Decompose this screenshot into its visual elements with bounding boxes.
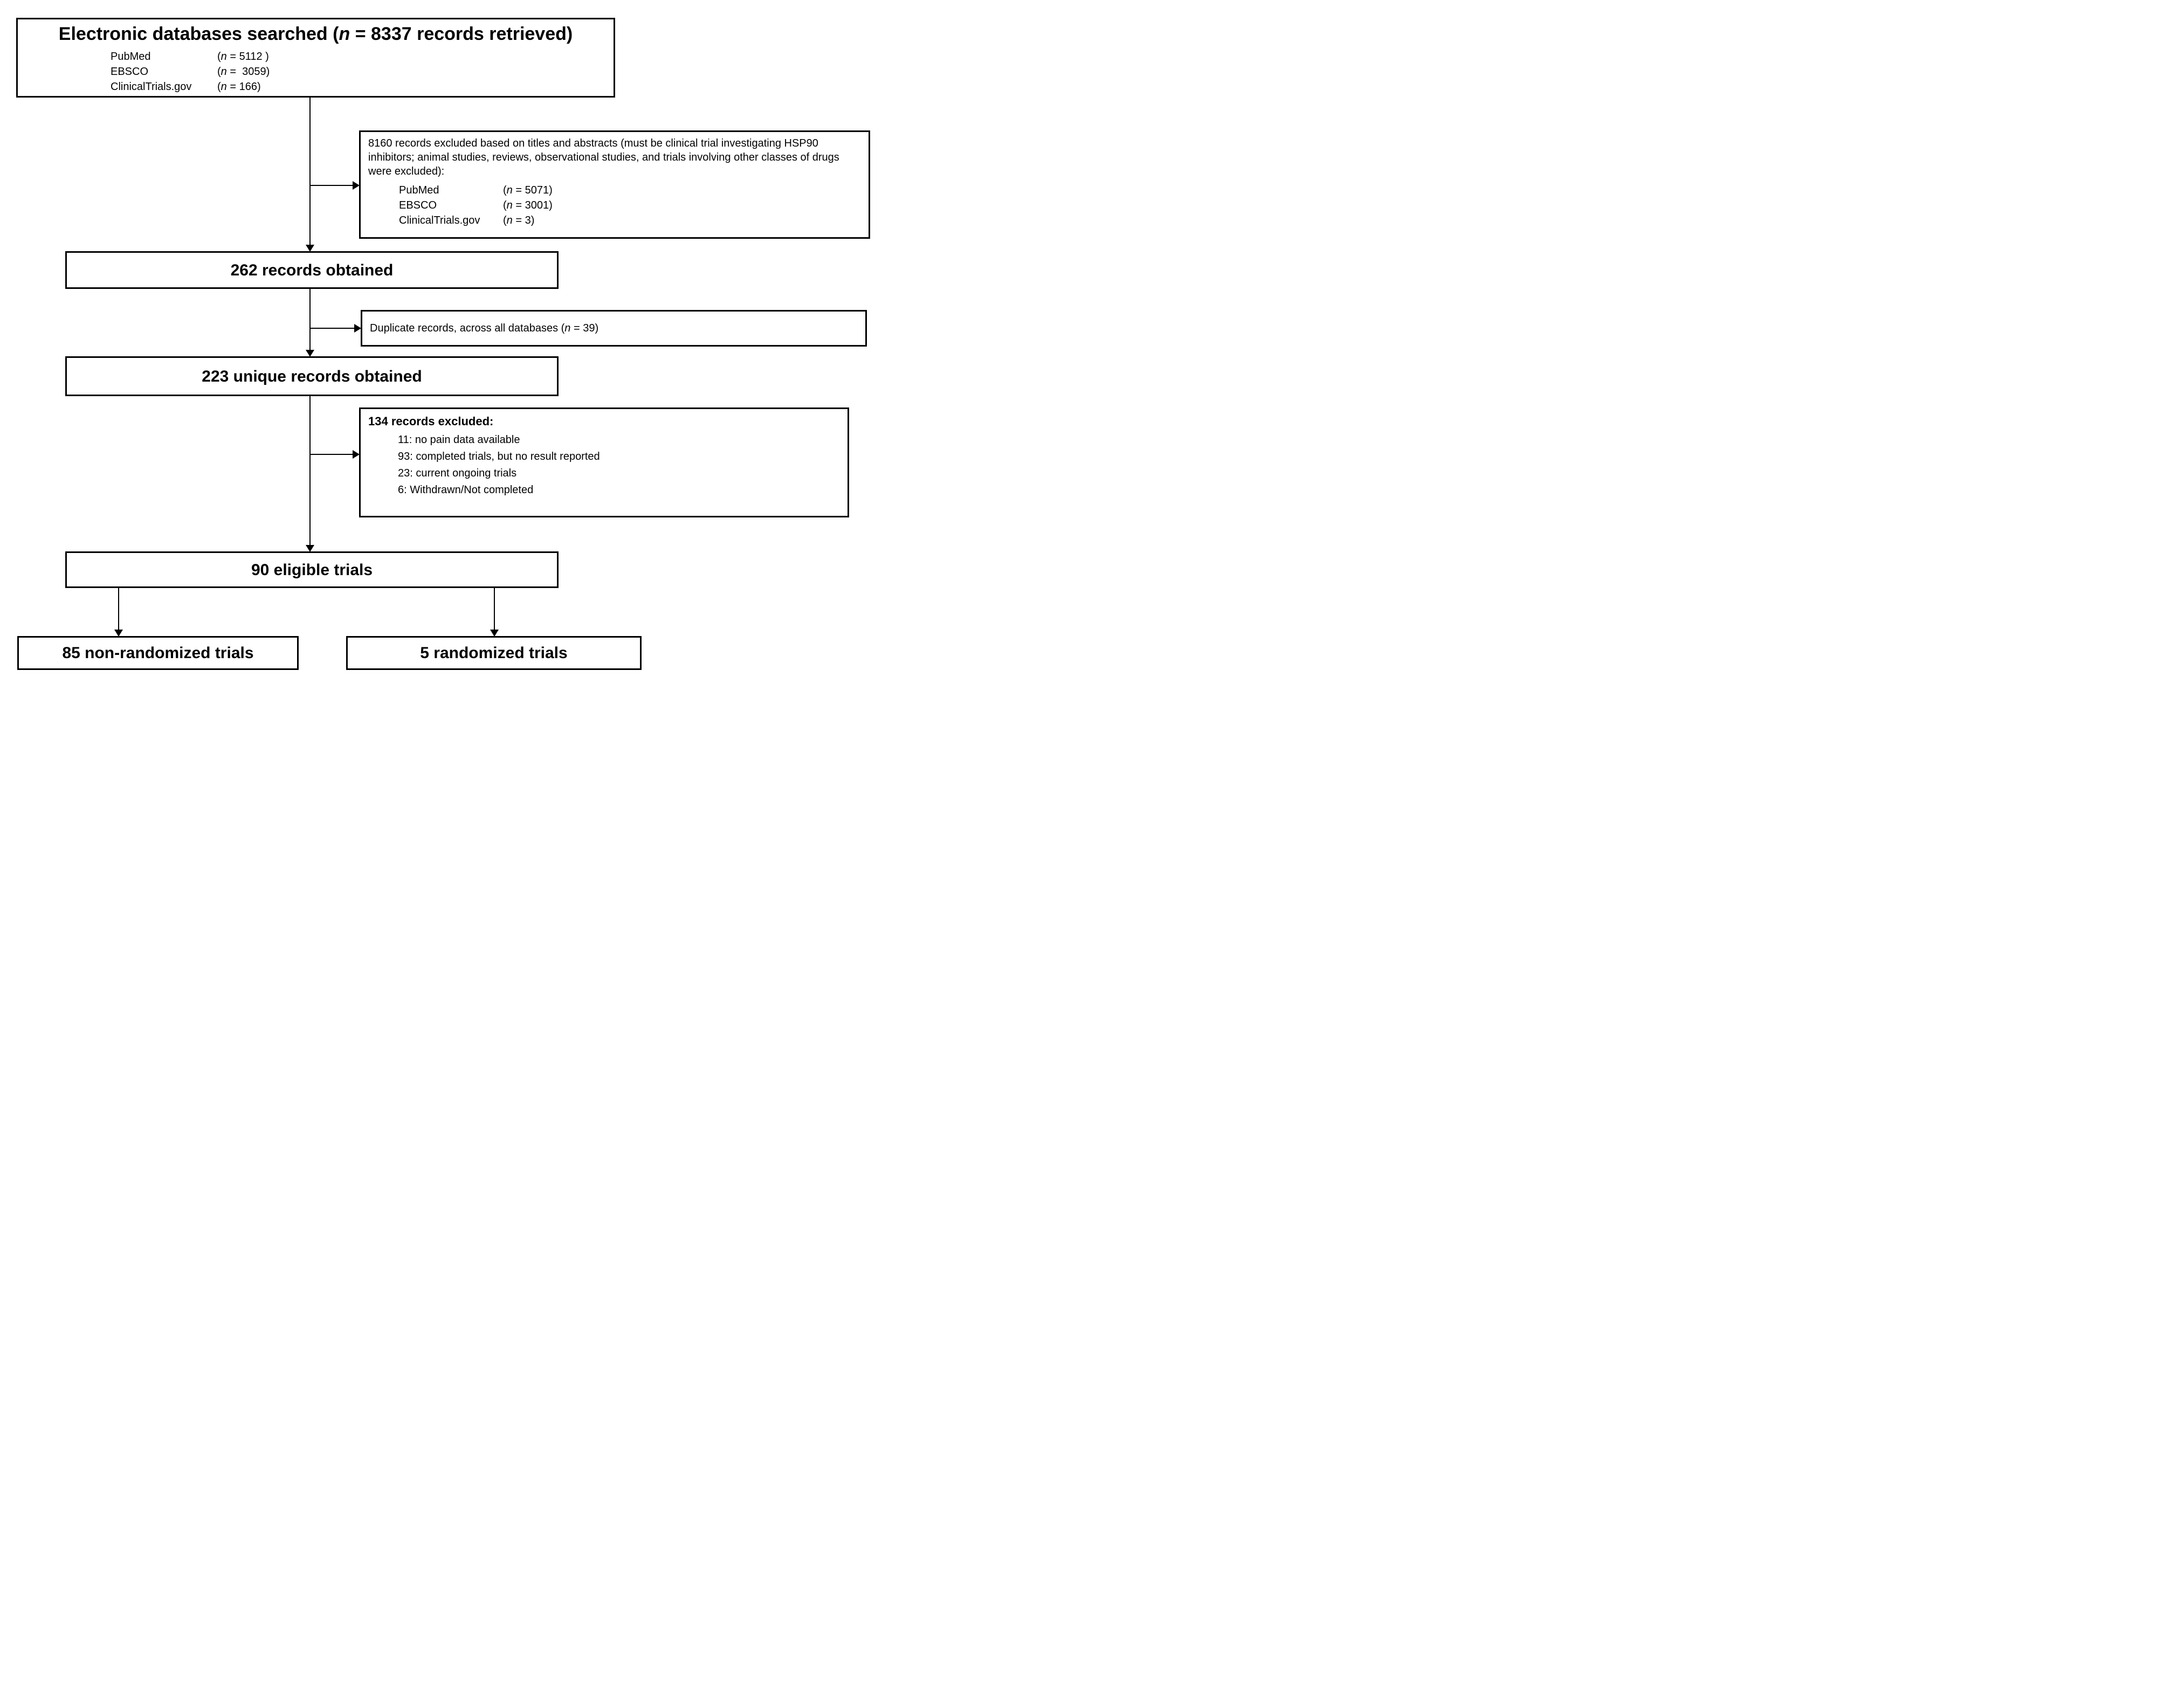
- eligible-trials-box: 90 eligible trials: [65, 551, 559, 588]
- database-count: (n = 5071): [503, 184, 553, 196]
- exclusion-database-list: PubMed (n = 5071) EBSCO (n = 3001) Clini…: [368, 183, 861, 228]
- database-row: PubMed (n = 5112 ): [111, 49, 614, 64]
- records-excluded-box: 134 records excluded: 11: no pain data a…: [359, 407, 849, 517]
- unique-records-label: 223 unique records obtained: [202, 367, 422, 385]
- arrow-down-head: [306, 350, 314, 357]
- database-name: PubMed: [399, 184, 439, 196]
- excluded-item: 93: completed trials, but no result repo…: [398, 451, 600, 462]
- database-row: ClinicalTrials.gov (n = 166): [111, 79, 614, 94]
- records-obtained-box: 262 records obtained: [65, 251, 559, 289]
- randomized-trials-label: 5 randomized trials: [420, 644, 568, 662]
- exclusion-reason-text: 8160 records excluded based on titles an…: [368, 137, 839, 177]
- arrow-eligible-to-randomized-line: [494, 588, 495, 630]
- excluded-item: 11: no pain data available: [398, 434, 520, 446]
- duplicate-records-box: Duplicate records, across all databases …: [361, 310, 867, 347]
- records-excluded-title: 134 records excluded:: [368, 414, 494, 428]
- prisma-flowchart: Electronic databases searched (n = 8337 …: [0, 0, 873, 674]
- arrow-right-head: [353, 450, 360, 459]
- database-count: (n = 166): [217, 81, 261, 93]
- branch-to-title-abstract-exclusion-line: [310, 185, 353, 186]
- arrow-down-head: [490, 630, 499, 637]
- database-row: EBSCO (n = 3001): [399, 198, 861, 213]
- database-count: (n = 3001): [503, 199, 553, 211]
- database-row: EBSCO (n = 3059): [111, 64, 614, 79]
- excluded-item: 23: current ongoing trials: [398, 467, 517, 479]
- database-name: EBSCO: [111, 66, 149, 78]
- excluded-item: 6: Withdrawn/Not completed: [398, 484, 534, 496]
- arrow-eligible-to-nonrandomized-line: [118, 588, 119, 630]
- non-randomized-trials-label: 85 non-randomized trials: [62, 644, 254, 662]
- searched-databases-title: Electronic databases searched (n = 8337 …: [58, 24, 573, 44]
- arrow-right-head: [354, 324, 361, 333]
- database-name: EBSCO: [399, 199, 437, 211]
- non-randomized-trials-box: 85 non-randomized trials: [17, 636, 299, 670]
- eligible-trials-label: 90 eligible trials: [251, 561, 373, 579]
- records-excluded-list: 11: no pain data available 93: completed…: [398, 432, 840, 499]
- database-name: ClinicalTrials.gov: [111, 81, 192, 93]
- arrow-down-head: [306, 545, 314, 552]
- database-count: (n = 3): [503, 215, 535, 226]
- arrow-down-head: [306, 245, 314, 252]
- database-name: PubMed: [111, 51, 151, 63]
- branch-to-duplicates-line: [310, 328, 354, 329]
- unique-records-box: 223 unique records obtained: [65, 356, 559, 396]
- database-row: PubMed (n = 5071): [399, 183, 861, 198]
- database-count: (n = 3059): [217, 66, 270, 78]
- database-name: ClinicalTrials.gov: [399, 215, 480, 226]
- records-obtained-label: 262 records obtained: [230, 261, 394, 279]
- title-abstract-exclusion-box: 8160 records excluded based on titles an…: [359, 130, 870, 239]
- arrow-unique-to-eligible-line: [309, 396, 311, 545]
- arrow-obtained-to-unique-line: [309, 289, 311, 350]
- searched-databases-list: PubMed (n = 5112 ) EBSCO (n = 3059) Clin…: [18, 49, 614, 94]
- arrow-search-to-obtained-line: [309, 98, 311, 245]
- arrow-down-head: [114, 630, 123, 637]
- duplicate-records-text: Duplicate records, across all databases …: [370, 322, 599, 334]
- arrow-right-head: [353, 181, 360, 190]
- database-row: ClinicalTrials.gov (n = 3): [399, 213, 861, 228]
- database-count: (n = 5112 ): [217, 51, 269, 63]
- randomized-trials-box: 5 randomized trials: [346, 636, 642, 670]
- branch-to-records-excluded-line: [310, 454, 353, 455]
- searched-databases-box: Electronic databases searched (n = 8337 …: [16, 18, 615, 98]
